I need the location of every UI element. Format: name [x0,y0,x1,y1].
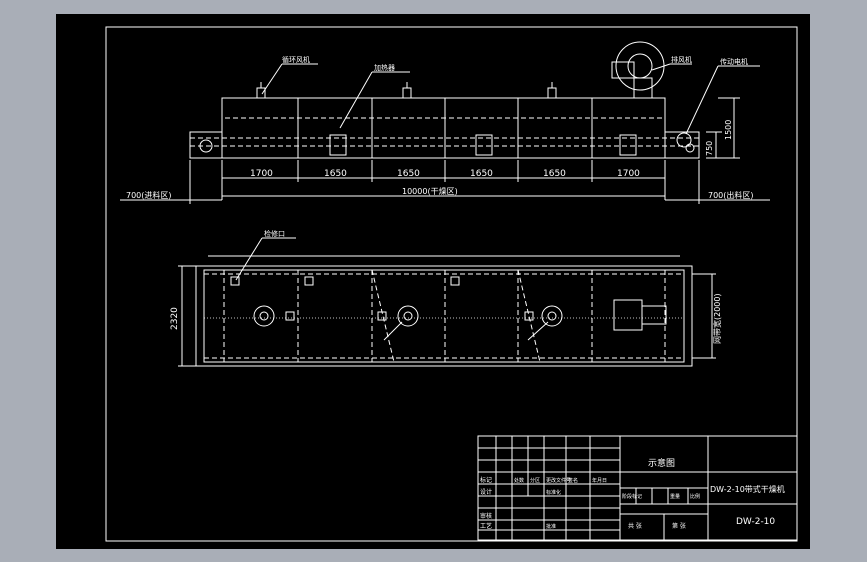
title-misc-weight: 重量 [670,493,680,500]
dim-seg-6: 1700 [617,169,640,179]
title-misc-date: 年月日 [592,477,607,484]
dim-height-750: 750 [705,141,714,156]
title-misc-docno: 更改文件号 [546,477,571,484]
title-name-cell: 示意图 [648,457,675,469]
dim-width-2320: 2320 [170,307,180,330]
label-inspect-port: 检修口 [264,229,285,238]
title-misc-count: 处数 [514,477,524,484]
dim-seg-3: 1650 [397,169,420,179]
dim-total: 10000(干燥区) [402,187,458,196]
dim-seg-5: 1650 [543,169,566,179]
title-misc-sign: 签名 [568,477,578,484]
title-misc-scale: 比例 [690,493,700,500]
title-misc-total: 共 张 [628,522,642,530]
title-misc-zone: 分区 [530,477,540,484]
title-misc-stage: 阶段标记 [622,493,642,500]
title-misc-approve: 批准 [546,523,556,530]
label-circ-fan: 循环风机 [282,55,310,64]
label-heater: 加热器 [374,63,395,72]
dim-right-ext: 700(出料区) [708,190,754,200]
front-view [120,41,770,204]
title-misc-std: 标准化 [546,489,561,496]
dim-seg-2: 1650 [324,169,347,179]
dim-belt-width: 网带宽(2000) [712,293,722,344]
title-code: DW-2-10 [736,517,775,527]
title-block [477,435,798,541]
title-row-review: 审核 [480,512,492,520]
title-row-mark: 标记 [480,476,492,484]
title-row-design: 设计 [480,488,492,496]
drawing-sheet [56,14,810,549]
label-exhaust-fan: 排风机 [671,55,692,64]
title-misc-sheet: 第 张 [672,522,686,530]
plan-view [178,237,716,367]
inner-frame [105,26,798,542]
title-row-process: 工艺 [480,522,492,530]
dim-seg-1: 1700 [250,169,273,179]
title-product: DW-2-10带式干燥机 [710,484,785,494]
dim-left-ext: 700(进料区) [126,190,172,200]
label-drive-motor: 传动电机 [720,57,748,66]
dim-seg-4: 1650 [470,169,493,179]
dim-height-1500: 1500 [724,120,733,140]
